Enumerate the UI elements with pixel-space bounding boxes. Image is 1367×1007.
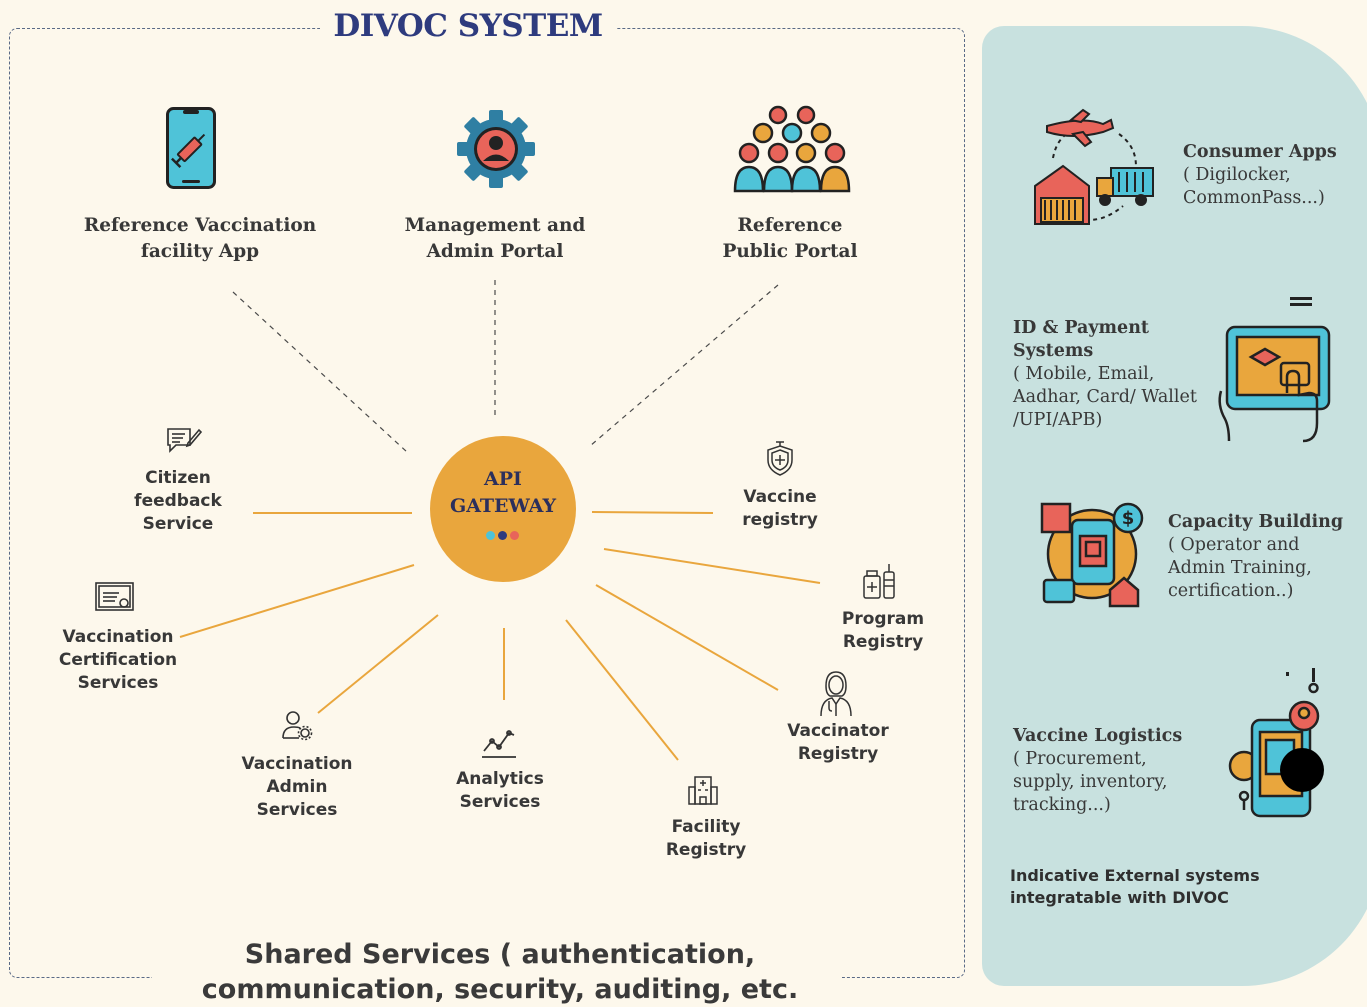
phone-dollar-icon: $: [1040, 502, 1144, 608]
crowd-icon: [733, 105, 851, 193]
shared-services-footer: Shared Services ( authentication, commun…: [201, 939, 799, 1005]
hub-dots: [486, 531, 526, 541]
service-vaccinator-registry: Vaccinator Registry: [787, 721, 889, 764]
service-program-registry: Program Registry: [841, 609, 925, 652]
gear-person-icon: [457, 110, 535, 188]
service-vaccination-certification: Vaccination Certification Services: [58, 627, 178, 693]
connector-facility-registry: [565, 619, 679, 761]
service-vaccine-registry: Vaccine registry: [742, 487, 818, 530]
connector-admin-services: [317, 614, 439, 714]
svg-text:$: $: [1122, 508, 1135, 529]
connector-vaccinator-registry: [595, 584, 779, 691]
external-capacity-building: Capacity Building ( Operator and Admin T…: [1168, 512, 1344, 601]
service-citizen-feedback: Citizen feedback Service: [134, 468, 222, 534]
tablet-touch-icon: [1218, 297, 1331, 443]
connector-public-portal: [589, 284, 779, 447]
page-title: DIVOC SYSTEM: [333, 8, 603, 44]
external-consumer-apps: Consumer Apps ( Digilocker, CommonPass..…: [1183, 142, 1337, 208]
user-gear-icon: [282, 711, 313, 741]
vaccine-shield-icon: [767, 441, 793, 476]
phone-syringe-icon: [166, 107, 216, 189]
logistics-plane-truck-icon: [1034, 108, 1154, 225]
phone-tracking-icon: [1228, 668, 1324, 818]
service-analytics: Analytics Services: [456, 769, 544, 812]
connector-certification: [179, 564, 415, 638]
external-id-payment: ID & Payment Systems ( Mobile, Email, Aa…: [1013, 318, 1197, 430]
service-facility-registry: Facility Registry: [665, 817, 747, 860]
external-systems-note: Indicative External systems integratable…: [1010, 866, 1260, 907]
service-vaccination-admin: Vaccination Admin Services: [241, 754, 353, 820]
hospital-icon: [688, 776, 718, 805]
connector-program-registry: [603, 548, 821, 584]
connector-facility-app: [232, 291, 408, 453]
certificate-icon: [95, 582, 134, 611]
api-gateway-label: API GATEWAY: [449, 468, 557, 517]
connector-vaccine-registry: [591, 511, 714, 514]
feedback-icon: [167, 428, 203, 453]
medicine-bottles-icon: [863, 564, 895, 599]
app-label-public-portal: Reference Public Portal: [722, 215, 858, 262]
app-label-admin-portal: Management and Admin Portal: [404, 215, 586, 262]
app-label-facility: Reference Vaccination facility App: [83, 215, 317, 262]
external-vaccine-logistics: Vaccine Logistics ( Procurement, supply,…: [1013, 726, 1183, 815]
api-gateway-hub: [430, 436, 576, 582]
analytics-icon: [482, 730, 516, 758]
doctor-icon: [820, 671, 852, 717]
